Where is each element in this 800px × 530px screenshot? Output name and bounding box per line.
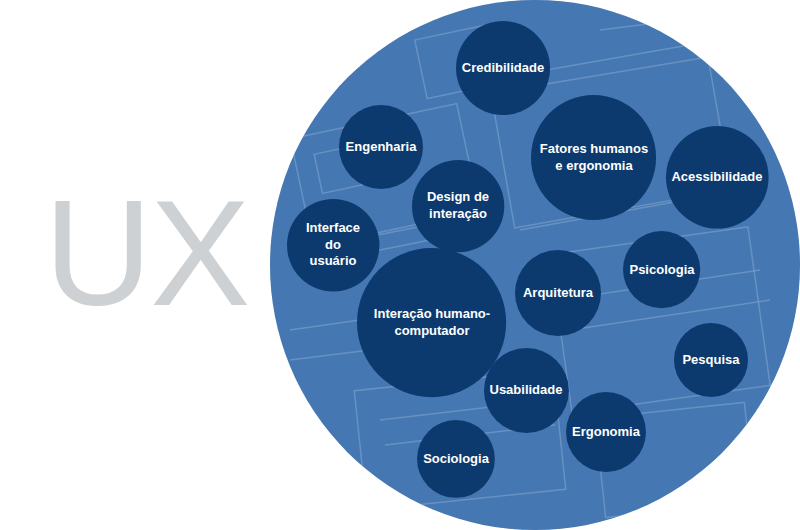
topic-circle: Interface do usuário [287, 199, 379, 291]
topic-label: Ergonomia [572, 424, 640, 441]
topic-text-box: Arquitetura [515, 250, 601, 336]
topic-circle: Sociologia [417, 420, 495, 498]
circle-fill [623, 231, 700, 308]
topic-circle: Design de interação [412, 160, 504, 252]
topic-label: Usabilidade [490, 382, 563, 399]
topic-text-box: Pesquisa [674, 323, 748, 397]
circle-fill [339, 105, 423, 189]
circle-fill [456, 21, 550, 115]
topic-text-box: Fatores humanos e ergonomia [531, 95, 656, 220]
topic-circle: Psicologia [623, 231, 700, 308]
circle-fill [515, 250, 601, 336]
topic-label: Credibilidade [462, 60, 544, 77]
topic-label: Interação humano-computador [364, 306, 499, 340]
circle-fill [674, 323, 748, 397]
topic-text-box: Sociologia [417, 420, 495, 498]
topic-circle: Ergonomia [566, 392, 646, 472]
topic-label: Sociologia [423, 451, 489, 468]
topic-label: Design de interação [420, 189, 495, 223]
topic-label: Psicologia [629, 262, 694, 279]
topic-circle: Pesquisa [674, 323, 748, 397]
topic-circle: Usabilidade [484, 348, 569, 433]
topic-circle: Fatores humanos e ergonomia [531, 95, 656, 220]
topic-text-box: Engenharia [339, 105, 423, 189]
topic-label: Engenharia [346, 139, 417, 156]
circle-fill [531, 95, 656, 220]
topic-circle: Acessibilidade [666, 126, 769, 229]
topic-label: Interface do usuário [300, 220, 365, 271]
circle-fill [417, 420, 495, 498]
topic-label: Fatores humanos e ergonomia [539, 141, 649, 175]
topic-circle: Arquitetura [515, 250, 601, 336]
circle-fill [566, 392, 646, 472]
topic-text-box: Interface do usuário [287, 199, 379, 291]
ux-circle-tint [270, 0, 800, 530]
topic-text-box: Design de interação [412, 160, 504, 252]
topic-text-box: Ergonomia [566, 392, 646, 472]
topic-circle: Interação humano-computador [357, 248, 506, 397]
topic-circle: Credibilidade [456, 21, 550, 115]
topic-text-box: Acessibilidade [666, 126, 769, 229]
topic-text-box: Interação humano-computador [357, 248, 506, 397]
circle-fill [357, 248, 506, 397]
topic-text-box: Credibilidade [456, 21, 550, 115]
topic-label: Pesquisa [682, 352, 739, 369]
topic-text-box: Psicologia [623, 231, 700, 308]
ux-circle [270, 0, 800, 530]
topic-text-box: Usabilidade [484, 348, 569, 433]
circle-fill [287, 199, 379, 291]
topic-label: Arquitetura [523, 285, 593, 302]
topic-circle: Engenharia [339, 105, 423, 189]
circle-fill [666, 126, 769, 229]
topic-label: Acessibilidade [671, 169, 762, 186]
diagram-title: UX [44, 178, 248, 328]
circle-fill [412, 160, 504, 252]
circle-fill [484, 348, 569, 433]
